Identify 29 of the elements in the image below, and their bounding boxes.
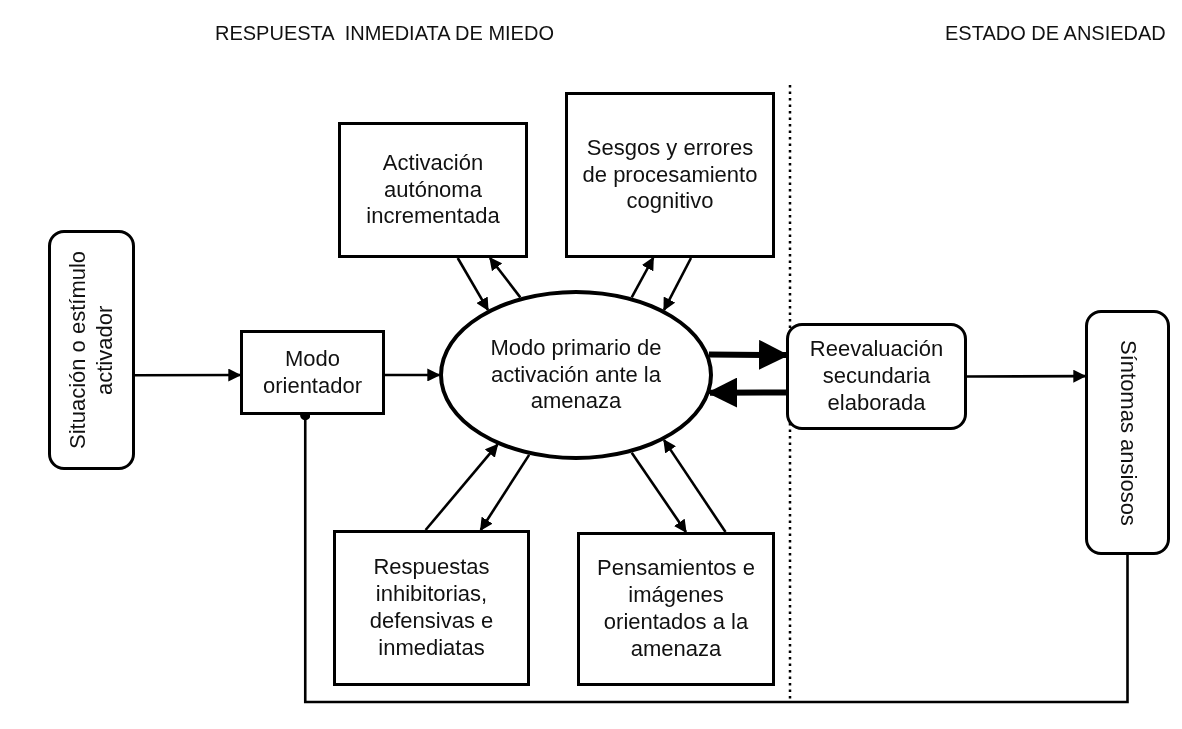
arrow <box>662 257 693 312</box>
node-label: Síntomas ansiosos <box>1114 338 1142 528</box>
arrow <box>456 257 490 311</box>
section-heading: RESPUESTA INMEDIATA DE MIEDO <box>215 22 554 45</box>
arrow <box>135 368 242 382</box>
node-label: Pensamientos e imágenes orientados a la amenaza <box>596 554 756 663</box>
process-box <box>48 230 135 470</box>
process-box <box>338 122 528 258</box>
section-heading: ESTADO DE ANSIEDAD <box>945 22 1166 45</box>
node-label: Modo orientador <box>261 344 364 400</box>
arrow <box>424 443 499 531</box>
node-label: Modo primario de activación ante la amenaza <box>489 333 663 416</box>
node-label: Sesgos y errores de procesamiento cognitivo <box>581 133 759 216</box>
arrow <box>630 451 687 534</box>
process-box <box>786 323 967 430</box>
process-box <box>565 92 775 258</box>
arrow <box>967 369 1087 383</box>
arrow <box>488 256 522 299</box>
arrow <box>385 368 441 382</box>
process-box <box>333 530 530 686</box>
arrow <box>662 439 727 533</box>
process-box <box>577 532 775 686</box>
node-label: Activación autónoma incrementada <box>365 148 501 231</box>
arrow <box>630 256 655 298</box>
node-label: Reevaluación secundaria elaborada <box>808 335 945 417</box>
node-label: Respuestas inhibitorias, defensivas e inmediatas <box>368 553 495 662</box>
process-box <box>1085 310 1170 555</box>
process-box <box>240 330 385 415</box>
node-label: Situación o estímulo activador <box>63 249 118 452</box>
